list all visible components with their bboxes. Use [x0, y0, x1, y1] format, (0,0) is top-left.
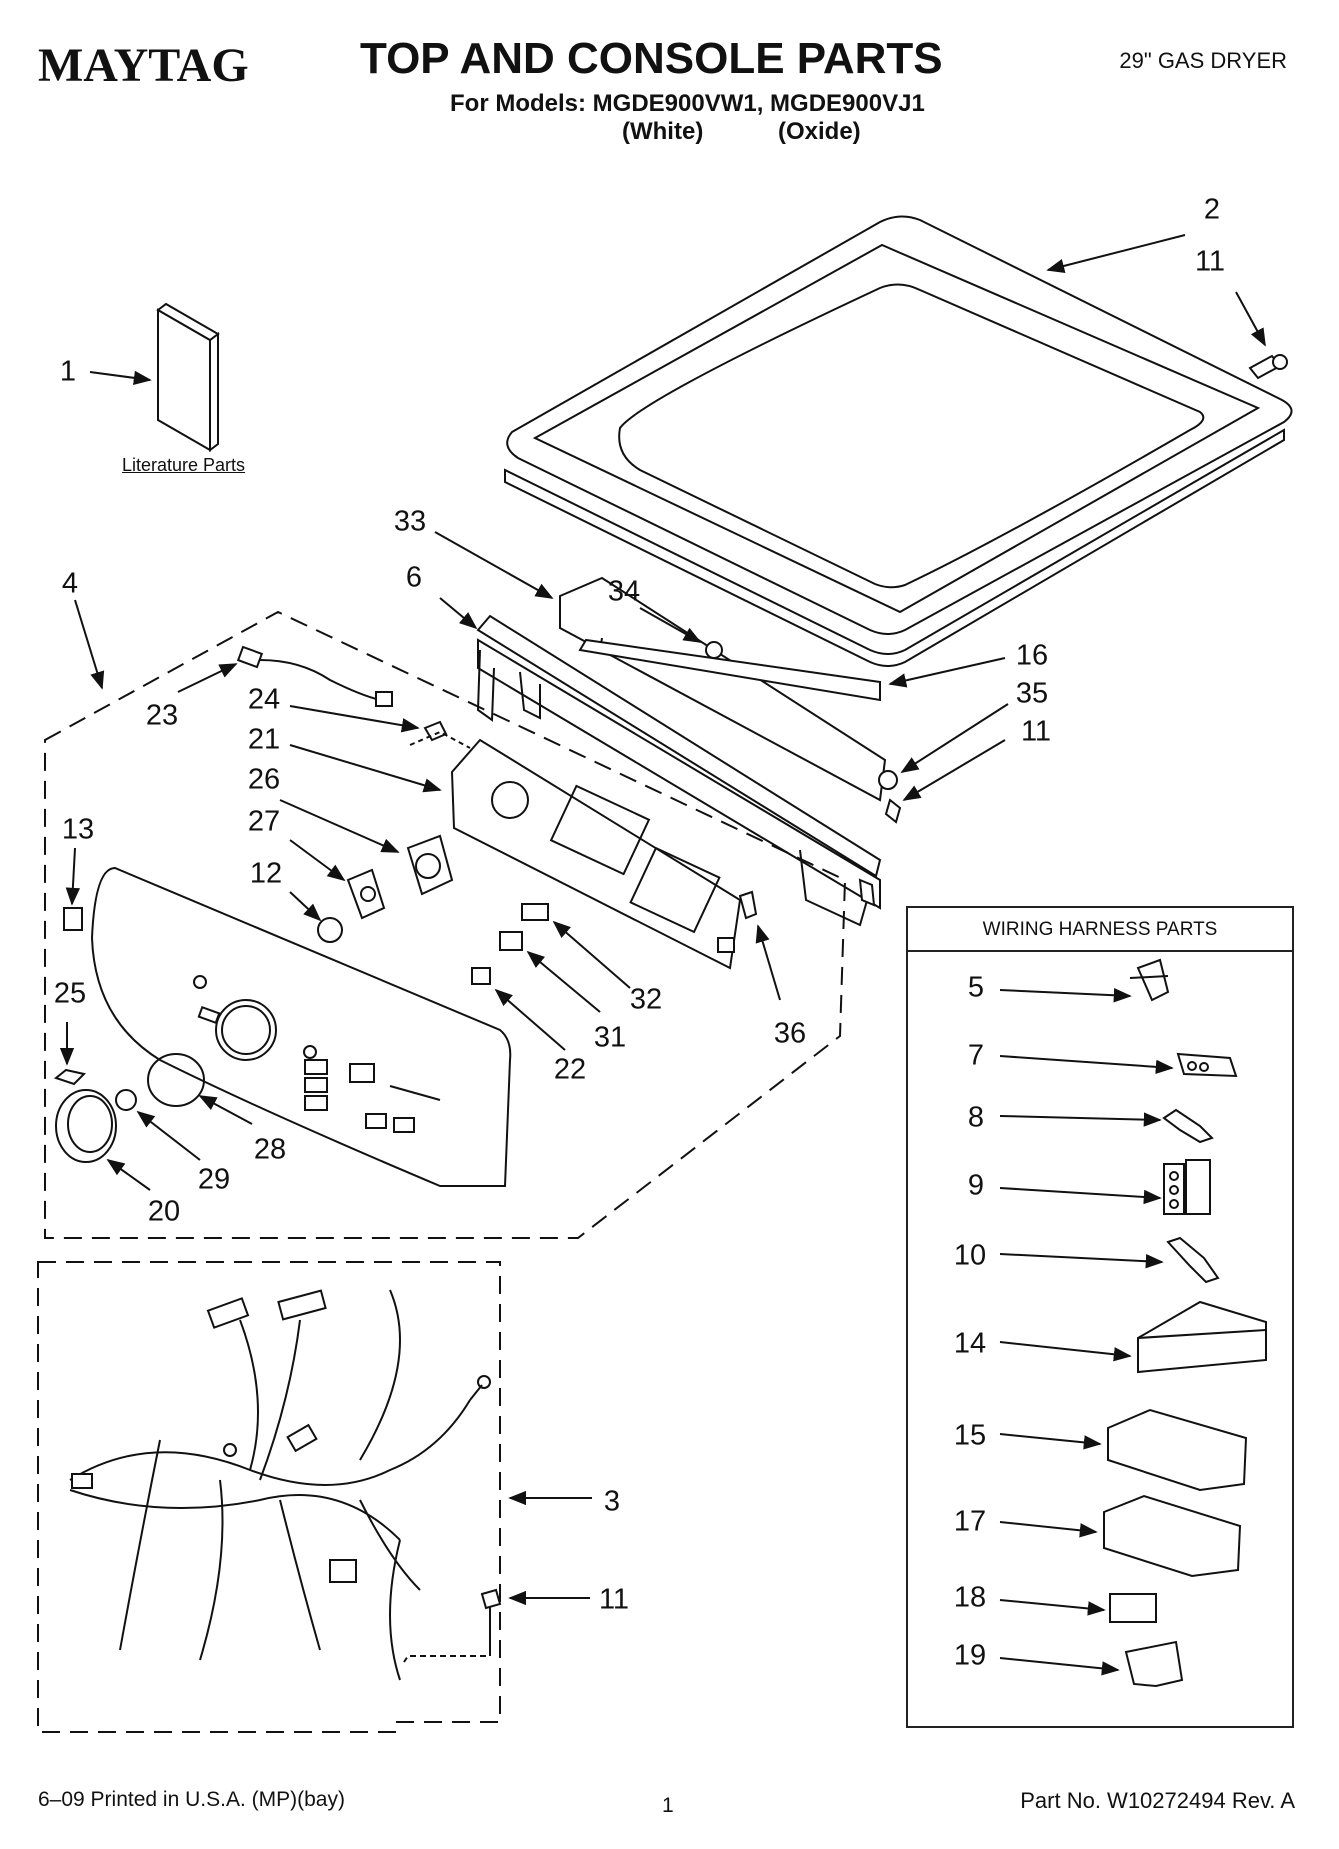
- callout-11-top: 11: [1194, 245, 1226, 278]
- callout-28: 28: [253, 1133, 287, 1166]
- encoder-bracket: [406, 834, 454, 896]
- wh-part-15: [1107, 1408, 1248, 1492]
- page-title: TOP AND CONSOLE PARTS: [360, 34, 943, 83]
- callout-12: 12: [249, 857, 283, 890]
- screw-11-mid: [884, 798, 902, 824]
- button-32: [521, 903, 549, 921]
- trim-16: [578, 638, 881, 702]
- callout-25: 25: [53, 977, 87, 1010]
- ring-28: [147, 1053, 205, 1107]
- clip-34: [705, 641, 723, 659]
- insert-29: [115, 1089, 137, 1111]
- callout-18: 18: [953, 1581, 987, 1614]
- screw-11-bottom: [403, 1588, 502, 1663]
- screw-24: [409, 720, 471, 749]
- lead-23: [236, 645, 393, 707]
- wh-part-14: [1137, 1300, 1267, 1374]
- callout-35: 35: [1015, 677, 1049, 710]
- footer-printed: 6–09 Printed in U.S.A. (MP)(bay): [38, 1788, 345, 1811]
- footer-part-number: Part No. W10272494 Rev. A: [1020, 1788, 1295, 1813]
- callout-10: 10: [953, 1239, 987, 1272]
- callout-8: 8: [967, 1101, 985, 1134]
- screw-25: [53, 1068, 86, 1086]
- callout-7: 7: [967, 1039, 985, 1072]
- main-wiring-harness: [69, 1289, 491, 1681]
- callout-5: 5: [967, 971, 985, 1004]
- callout-16: 16: [1015, 639, 1049, 672]
- harness-boundary: [37, 1261, 501, 1733]
- literature-parts-label: Literature Parts: [122, 455, 246, 475]
- wh-part-10: [1166, 1236, 1220, 1284]
- screw-11-top: [1248, 354, 1288, 380]
- wh-part-5: [1129, 958, 1170, 1002]
- models-line: For Models: MGDE900VW1, MGDE900VJ1: [450, 90, 925, 117]
- brand-logo: MAYTAG: [38, 39, 249, 92]
- wh-part-8: [1162, 1108, 1214, 1144]
- clip-36: [738, 890, 758, 920]
- callout-34: 34: [607, 575, 641, 608]
- button-31: [499, 931, 523, 951]
- latch-13: [63, 907, 83, 931]
- wh-part-7: [1176, 1052, 1238, 1078]
- callout-6: 6: [405, 561, 423, 594]
- callout-4: 4: [61, 567, 79, 600]
- callout-24: 24: [247, 683, 281, 716]
- callout-2: 2: [1203, 193, 1221, 226]
- console-panel: [90, 866, 512, 1187]
- callout-29: 29: [197, 1163, 231, 1196]
- callout-15: 15: [953, 1419, 987, 1452]
- callout-27: 27: [247, 805, 281, 838]
- callout-19: 19: [953, 1639, 987, 1672]
- callout-33: 33: [393, 505, 427, 538]
- callout-14: 14: [953, 1327, 987, 1360]
- callout-3: 3: [603, 1485, 621, 1518]
- callout-17: 17: [953, 1505, 987, 1538]
- wh-part-9: [1163, 1159, 1211, 1215]
- callout-20: 20: [147, 1195, 181, 1228]
- console-assembly-boundary: [44, 610, 847, 1239]
- callout-21: 21: [247, 723, 281, 756]
- wh-part-18: [1109, 1593, 1157, 1623]
- wiring-harness-heading: WIRING HARNESS PARTS: [908, 908, 1292, 952]
- console-bracket: [476, 614, 882, 927]
- top-panel: [504, 215, 1293, 667]
- knob-20: [55, 1089, 117, 1163]
- callout-36: 36: [773, 1017, 807, 1050]
- color-white: (White): [622, 118, 704, 145]
- color-oxide: (Oxide): [778, 118, 861, 145]
- literature-booklet: [156, 302, 220, 452]
- footer-page-number: 1: [662, 1794, 674, 1817]
- callout-9: 9: [967, 1169, 985, 1202]
- callout-23: 23: [145, 699, 179, 732]
- disc-12: [317, 917, 343, 943]
- wh-part-17: [1103, 1494, 1242, 1578]
- callout-11-bottom: 11: [598, 1583, 630, 1616]
- clip-35: [878, 770, 898, 790]
- wiring-harness-parts-box: WIRING HARNESS PARTS: [906, 906, 1294, 1728]
- callout-13: 13: [61, 813, 95, 846]
- callout-11-mid: 11: [1020, 715, 1052, 748]
- callout-31: 31: [593, 1021, 627, 1054]
- model-type: 29" GAS DRYER: [1119, 48, 1287, 73]
- callout-22: 22: [553, 1053, 587, 1086]
- button-22: [471, 967, 491, 985]
- callout-1: 1: [59, 355, 77, 388]
- callout-26: 26: [247, 763, 281, 796]
- wh-part-19: [1124, 1640, 1184, 1688]
- control-housing: [450, 738, 742, 970]
- callout-32: 32: [629, 983, 663, 1016]
- encoder-27: [346, 868, 386, 920]
